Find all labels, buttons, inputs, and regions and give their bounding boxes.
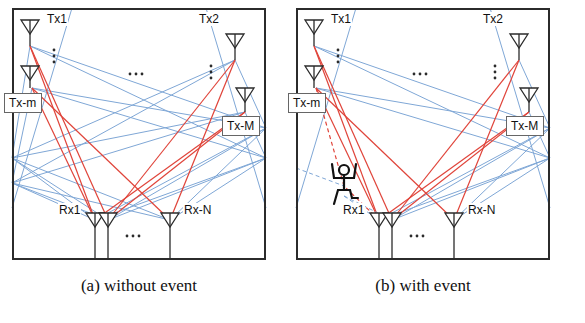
panel-caption: (a) without event [0,276,284,296]
ellipsis-dot [210,65,213,68]
ellipsis-dot [425,73,428,76]
panel-illustration [12,8,266,260]
direct-ray [30,46,108,220]
ellipsis-dot [53,49,56,52]
ellipsis-dot [419,73,422,76]
ellipsis-dot [422,235,425,238]
ellipsis-dot [494,65,497,68]
reflected-ray [392,112,550,220]
direct-ray [314,46,392,220]
direct-ray [108,60,235,220]
scenario-panel: (b) with eventTx-mTx-M [296,8,550,260]
direct-ray [30,46,95,220]
reflected-ray [12,112,245,220]
antenna-stem [313,20,314,46]
direct-ray [392,60,519,220]
antenna-name: Tx2 [198,12,220,26]
antenna-stem [244,88,245,112]
antenna-stem [313,66,314,88]
ellipsis-dot [337,49,340,52]
antenna-name: Tx-m [293,96,320,110]
ellipsis-dot [132,235,135,238]
antenna-name: Tx1 [330,12,352,26]
ellipsis-dot [53,61,56,64]
reflected-ray [314,46,550,220]
ellipsis-dot [494,71,497,74]
panel-caption: (b) with event [278,276,568,296]
ellipsis-dot [494,77,497,80]
ellipsis-dot [210,71,213,74]
reflected-ray [108,112,266,220]
ellipsis-dot [129,73,132,76]
scenario-panel: (a) without eventTx-mTx-M [12,8,266,260]
antenna-stem [29,20,30,46]
antenna-name: Rx-N [183,203,212,217]
ellipsis-dot [413,73,416,76]
reflected-ray [316,88,550,220]
antenna-name: Tx2 [482,12,504,26]
ellipsis-dot [337,61,340,64]
antenna-name: Tx-M [511,119,538,133]
antenna-stem [107,213,108,260]
reflected-ray [108,60,266,220]
antenna-name: Rx1 [342,203,365,217]
ellipsis-dot [126,235,129,238]
antenna-label-box: Tx-M [222,116,260,136]
ray-group [296,8,550,220]
ellipsis-dot [138,235,141,238]
antenna-stem [518,34,519,60]
antenna-stem [391,213,392,260]
antenna-label-box: Tx-m [288,93,326,113]
reflected-ray [12,60,235,220]
direct-ray [314,46,379,220]
antenna-name: Rx-N [467,203,496,217]
reflected-ray [12,112,245,220]
reflected-ray [392,60,550,220]
antenna-stem [29,66,30,88]
ellipsis-dot [210,77,213,80]
antenna-name: Tx-m [9,96,36,110]
antenna-stem [453,213,454,260]
reflected-ray [30,46,266,220]
ellipsis-dot [410,235,413,238]
ellipsis-dot [53,55,56,58]
antenna-stem [94,213,95,260]
direct-ray [316,88,454,220]
direct-ray [454,60,519,220]
antenna-stem [169,213,170,260]
ellipsis-dot [135,73,138,76]
direct-ray [32,88,170,220]
antenna-stem [234,34,235,60]
reflected-ray [32,88,266,220]
antenna-stem [378,213,379,260]
ellipsis-dot [416,235,419,238]
antenna-name: Tx1 [46,12,68,26]
person-figure [332,164,358,204]
reflected-ray [316,88,550,220]
antenna-label-box: Tx-m [4,93,42,113]
reflected-ray [30,46,266,220]
antenna-name: Tx-M [227,119,254,133]
ellipsis-dot [337,55,340,58]
reflected-ray [32,88,266,220]
antenna-label-box: Tx-M [506,116,544,136]
ray-group [12,8,266,220]
direct-ray [170,60,235,220]
ellipsis-dot [141,73,144,76]
reflected-ray [12,60,235,220]
antenna-stem [528,88,529,112]
reflected-ray [314,46,550,220]
antenna-name: Rx1 [58,203,81,217]
panel-illustration [296,8,550,260]
